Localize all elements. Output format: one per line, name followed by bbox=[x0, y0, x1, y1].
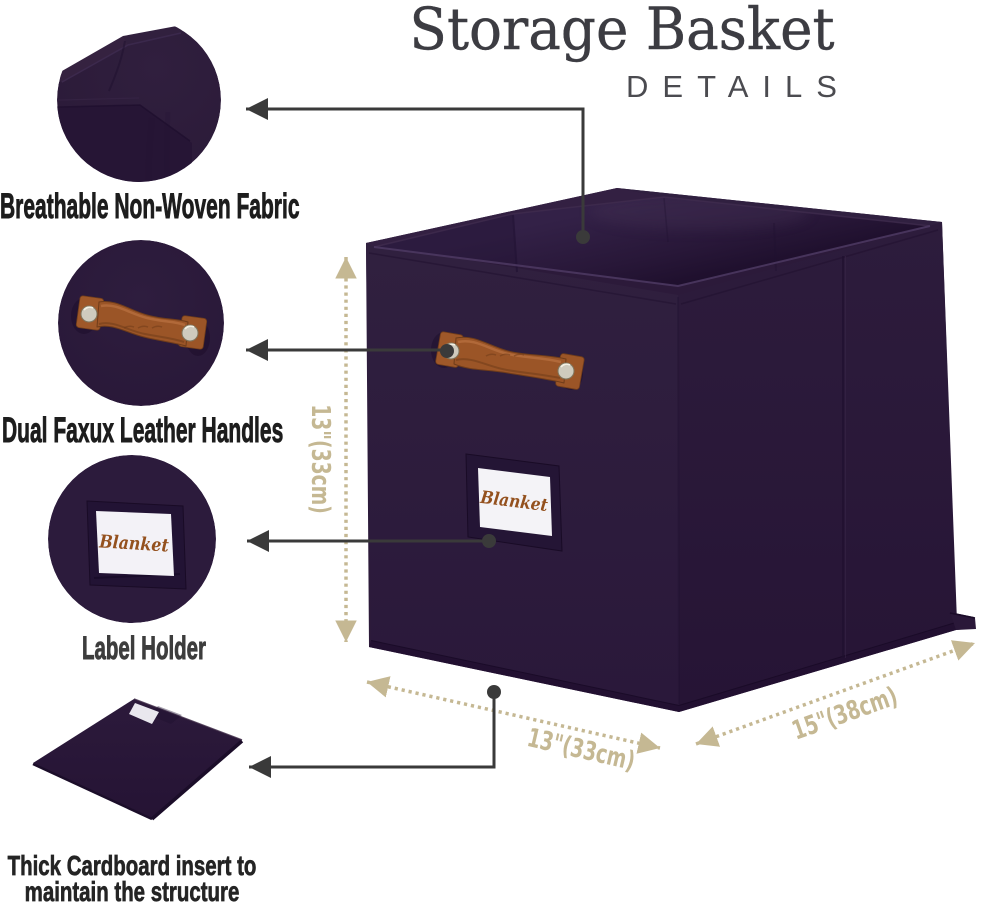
callout-line-cardboard bbox=[249, 692, 496, 779]
page-subtitle: DETAILS bbox=[626, 69, 851, 104]
callout-dot-handle bbox=[440, 344, 454, 358]
callout-label-cardboard: Thick Cardboard insert to maintain the s… bbox=[7, 850, 257, 904]
handle-closeup-circle bbox=[58, 240, 224, 406]
width-dotted-arrow-line bbox=[366, 676, 661, 754]
dimension-height-text: 13"(33cm) bbox=[305, 404, 335, 514]
circle-label-card bbox=[96, 511, 174, 576]
callout-label-handles: Dual Faxux Leather Handles bbox=[2, 411, 284, 450]
callout-dot-fabric bbox=[576, 230, 590, 244]
callout-lines bbox=[246, 97, 590, 779]
storage-basket-illustration bbox=[366, 188, 976, 712]
page-title: Storage Basket bbox=[409, 0, 835, 63]
callout-label-fabric: Breathable Non-Woven Fabric bbox=[0, 187, 300, 226]
cardboard-insert-illustration bbox=[32, 698, 244, 821]
label-holder-closeup-circle bbox=[48, 455, 216, 623]
fabric-closeup-circle bbox=[5, 0, 221, 182]
cardboard-tag bbox=[129, 703, 159, 724]
callout-dot-label-holder bbox=[482, 534, 496, 548]
basket-label-holder bbox=[465, 453, 563, 552]
basket-label-card bbox=[478, 468, 552, 536]
callout-line-fabric bbox=[246, 97, 585, 237]
callout-label-cardboard-line2: maintain the structure bbox=[24, 875, 240, 904]
dimension-width-arrow bbox=[366, 676, 661, 754]
callout-dot-cardboard bbox=[487, 685, 501, 699]
callout-label-label-holder: Label Holder bbox=[81, 630, 207, 666]
callout-label-cardboard-line1: Thick Cardboard insert to bbox=[7, 850, 257, 881]
circle-label-card-text: Blanket bbox=[98, 531, 170, 557]
